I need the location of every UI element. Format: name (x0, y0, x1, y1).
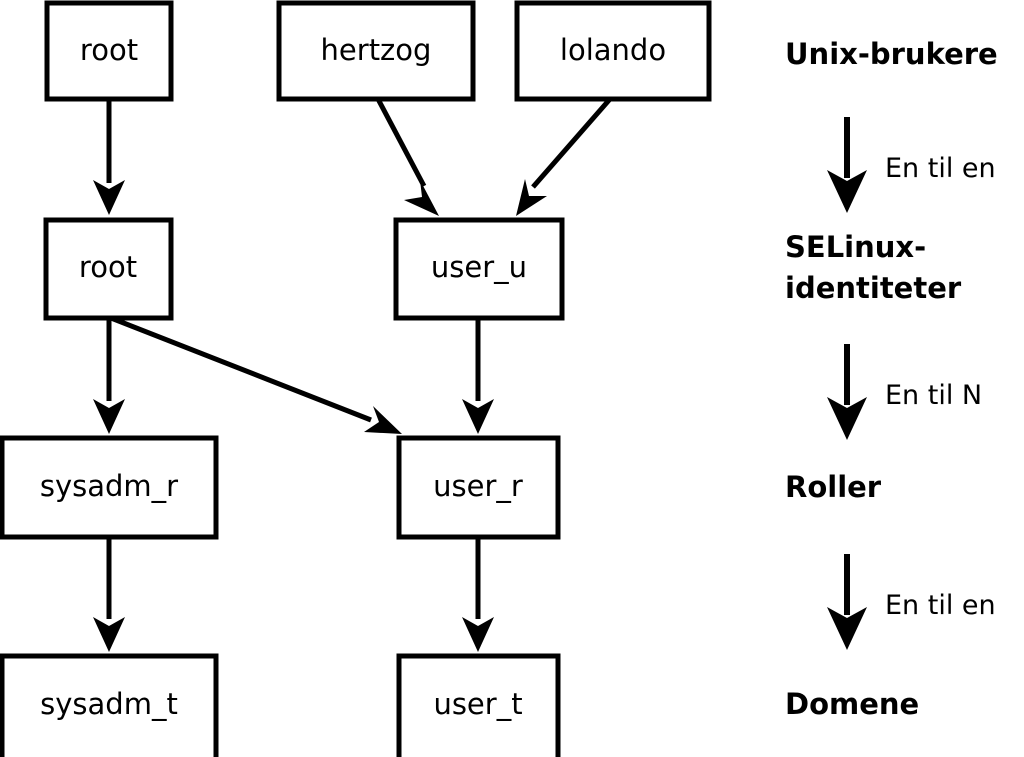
arrowhead-icon (93, 617, 125, 652)
node-label: user_u (431, 250, 527, 284)
legend-relation-role-to-domain: En til en (885, 590, 996, 621)
legend-level-roles: Roller (785, 470, 882, 504)
node-label: sysadm_r (40, 469, 178, 503)
node-hertzog[interactable]: hertzog (276, 0, 476, 102)
node-label: user_r (433, 469, 523, 503)
node-user-r[interactable]: user_r (396, 435, 561, 540)
node-label: root (80, 33, 138, 67)
legend-level-domains: Domene (785, 687, 919, 721)
node-sysadm-t[interactable]: sysadm_t (0, 653, 219, 757)
edge-user_r-to-user_t (462, 537, 494, 652)
arrowhead-icon (364, 406, 402, 434)
arrowhead-icon (827, 607, 867, 650)
edge-user_u-to-user_r (462, 318, 494, 434)
arrowhead-icon (404, 180, 439, 216)
arrowhead-icon (462, 617, 494, 652)
arrowhead-icon (93, 399, 125, 434)
legend-level-unix-users: Unix-brukere (785, 37, 998, 71)
arrowhead-icon (827, 397, 867, 440)
edge-sysadm_r-to-sysadm_t (93, 537, 125, 652)
edge-lolando-to-user_u (516, 97, 612, 216)
arrowhead-icon (827, 170, 867, 213)
node-user-u[interactable]: user_u (393, 217, 565, 321)
legend-arrow-selinux-to-role (827, 344, 867, 440)
node-unix-root[interactable]: root (44, 0, 174, 102)
edge-unix_root-to-sel_root (93, 99, 125, 215)
legend-level-selinux-identities-line2: identiteter (785, 271, 962, 305)
node-label: user_t (433, 687, 522, 721)
arrowhead-icon (516, 179, 547, 216)
legend-relation-selinux-to-role: En til N (885, 380, 982, 411)
edge-sel_root-to-user_r (110, 315, 402, 434)
node-user-t[interactable]: user_t (396, 653, 561, 757)
legend-relation-unix-to-selinux: En til en (885, 153, 996, 184)
legend-level-selinux-identities-line1: SELinux- (785, 230, 926, 264)
arrowhead-icon (462, 399, 494, 434)
node-label: hertzog (321, 33, 432, 67)
node-sysadm-r[interactable]: sysadm_r (0, 435, 219, 540)
edge-hertzog-to-user_u (375, 97, 439, 216)
legend-arrow-role-to-domain (827, 554, 867, 650)
node-selinux-root[interactable]: root (43, 217, 174, 321)
edge-sel_root-to-sysadm_r (93, 318, 125, 434)
node-label: lolando (560, 33, 666, 67)
node-label: sysadm_t (40, 687, 178, 721)
node-lolando[interactable]: lolando (514, 0, 712, 102)
arrowhead-icon (93, 180, 125, 215)
legend-arrow-unix-to-selinux (827, 117, 867, 213)
node-label: root (79, 250, 137, 284)
